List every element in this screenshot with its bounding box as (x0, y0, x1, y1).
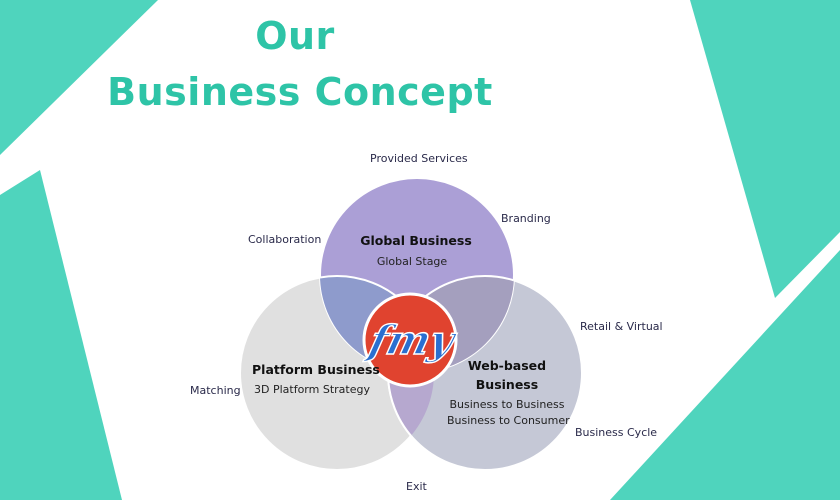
center-logo-circle (362, 292, 458, 388)
title-line-2: Business Concept (107, 70, 493, 114)
label-provided-services: Provided Services (370, 152, 468, 165)
bg-shape-top-left (0, 0, 158, 155)
label-business-cycle: Business Cycle (575, 426, 658, 439)
web-heading-line2: Business (475, 377, 539, 392)
web-heading-line1: Web-based (467, 358, 547, 373)
label-retail-virtual: Retail & Virtual (580, 320, 663, 333)
label-branding: Branding (501, 212, 551, 225)
label-matching: Matching (190, 384, 241, 397)
web-sub-line2: Business to Consumer (447, 414, 570, 427)
global-sub: Global Stage (376, 255, 448, 268)
global-heading: Global Business (360, 233, 472, 248)
label-exit: Exit (406, 480, 427, 493)
title-line-1: Our (255, 14, 335, 58)
platform-heading: Platform Business (252, 362, 380, 377)
logo-text: fmy (362, 317, 462, 364)
fmy-logo: fmy (361, 316, 462, 365)
label-collaboration: Collaboration (248, 233, 322, 246)
bg-shape-bottom-right (610, 250, 840, 500)
bg-shape-top-right (690, 0, 840, 298)
bg-shape-left (0, 170, 122, 500)
web-sub-line1: Business to Business (449, 398, 565, 411)
platform-sub: 3D Platform Strategy (254, 383, 370, 396)
